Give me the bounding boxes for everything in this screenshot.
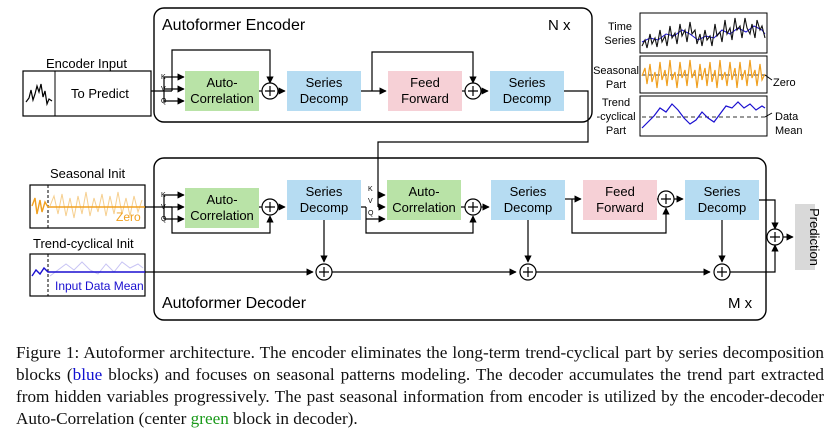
- decoder-series-decomp-block-1: [287, 180, 361, 220]
- decoder-decomp-3-label: Series: [704, 184, 741, 199]
- encoder-frame: [153, 7, 593, 123]
- encoder-auto-correlation-label: Auto-: [206, 75, 237, 90]
- caption-blue-word: blue: [72, 365, 103, 384]
- seasonal-init-faded-curve: [49, 191, 143, 219]
- seasonal-init-label: Seasonal Init: [50, 166, 126, 181]
- caption-green-word: green: [190, 409, 229, 428]
- legend-time-series-label: Time: [608, 21, 632, 33]
- qkv-q-label: Q: [161, 98, 167, 105]
- caption-part-1: Figure 1: Autoformer architecture. The e…: [16, 343, 824, 384]
- decoder-feed-forward-label: Feed: [605, 184, 635, 199]
- legend-seasonal-label-2: Part: [606, 79, 626, 91]
- legend-trend-mean-2: Mean: [775, 125, 803, 137]
- decoder-feed-forward-block: [583, 180, 657, 220]
- decoder-cross-corr-label-2: Correlation: [392, 200, 456, 215]
- encoder-title: Autoformer Encoder: [162, 17, 306, 34]
- encoder-feed-forward-block: [388, 71, 462, 111]
- cross-qkv-q-label: Q: [368, 210, 374, 217]
- prediction-block: [795, 204, 815, 270]
- encoder-input-sparkline: [25, 83, 53, 107]
- legend-seasonal-zero: Zero: [773, 77, 796, 89]
- decoder-qkv-v-label: V: [161, 204, 166, 211]
- encoder-series-decomp-block-2: [490, 71, 564, 111]
- caption-part-2: blocks) and focuses on seasonal patterns…: [16, 365, 824, 428]
- encoder-series-decomp-block-1: [287, 71, 361, 111]
- caption-part-3: block in decoder).: [228, 409, 358, 428]
- decoder-decomp-1-label: Series: [306, 184, 343, 199]
- decoder-self-corr-label: Auto-: [206, 192, 237, 207]
- decoder-cross-corr-label: Auto-: [408, 184, 439, 199]
- encoder-series-decomp-2-label-2: Decomp: [503, 91, 551, 106]
- encoder-input-label: Encoder Input: [46, 56, 127, 71]
- legend-seasonal-label: Seasonal: [593, 65, 639, 77]
- seasonal-init-zero: Zero: [116, 210, 141, 224]
- decoder-decomp-1-label-2: Decomp: [300, 200, 348, 215]
- legend-trend-mean: Data: [775, 111, 799, 123]
- qkv-k-label: K: [161, 74, 166, 81]
- trend-init-box: [29, 253, 146, 297]
- legend-trend-box: [639, 95, 768, 137]
- cross-qkv-k-label: K: [368, 186, 373, 193]
- decoder-decomp-2-label-2: Decomp: [504, 200, 552, 215]
- decoder-title: Autoformer Decoder: [162, 295, 307, 312]
- trend-init-faded-curve: [49, 261, 144, 277]
- decoder-self-auto-correlation-block: [185, 188, 259, 228]
- encoder-to-decoder-link: [377, 90, 589, 186]
- legend-seasonal-curve: [641, 59, 766, 89]
- trend-init-curve: [31, 266, 145, 277]
- legend-trend-curve: [641, 101, 766, 129]
- decoder-decomp-3-label-2: Decomp: [698, 200, 746, 215]
- encoder-auto-correlation-label-2: Correlation: [190, 91, 254, 106]
- legend-trend-label: Trend: [602, 97, 630, 109]
- figure-caption: Figure 1: Autoformer architecture. The e…: [16, 342, 824, 430]
- legend-time-series-label-2: Series: [604, 35, 636, 47]
- legend-trend-label-3: Part: [606, 125, 626, 137]
- trend-init-mean: Input Data Mean: [55, 279, 144, 293]
- decoder-qkv-q-label: Q: [161, 216, 167, 223]
- encoder-feed-forward-label-2: Forward: [401, 91, 449, 106]
- encoder-feed-forward-label: Feed: [410, 75, 440, 90]
- decoder-self-corr-label-2: Correlation: [190, 208, 254, 223]
- encoder-series-decomp-2-label: Series: [509, 75, 546, 90]
- cross-qkv-v-label: V: [368, 198, 373, 205]
- encoder-series-decomp-1-label-2: Decomp: [300, 91, 348, 106]
- qkv-v-label: V: [161, 86, 166, 93]
- decoder-repeat: M x: [728, 295, 753, 312]
- decoder-series-decomp-block-3: [685, 180, 759, 220]
- decoder-decomp-2-label: Series: [510, 184, 547, 199]
- encoder-auto-correlation-block: [185, 71, 259, 111]
- autoformer-diagram: Autoformer Encoder N x Encoder Input To …: [22, 7, 822, 321]
- decoder-cross-auto-correlation-block: [387, 180, 461, 220]
- legend-trend-label-2: -cyclical: [596, 111, 635, 123]
- encoder-repeat: N x: [548, 17, 571, 34]
- legend-time-series-curve: [641, 17, 766, 49]
- trend-init-label: Trend-cyclical Init: [33, 236, 134, 251]
- decoder-qkv-k-label: K: [161, 192, 166, 199]
- seasonal-init-curve: [31, 197, 145, 215]
- decoder-frame: [153, 157, 767, 321]
- decoder-series-decomp-block-2: [491, 180, 565, 220]
- prediction-label: Prediction: [807, 208, 822, 266]
- encoder-series-decomp-1-label: Series: [306, 75, 343, 90]
- encoder-to-predict: To Predict: [71, 86, 129, 101]
- decoder-feed-forward-label-2: Forward: [596, 200, 644, 215]
